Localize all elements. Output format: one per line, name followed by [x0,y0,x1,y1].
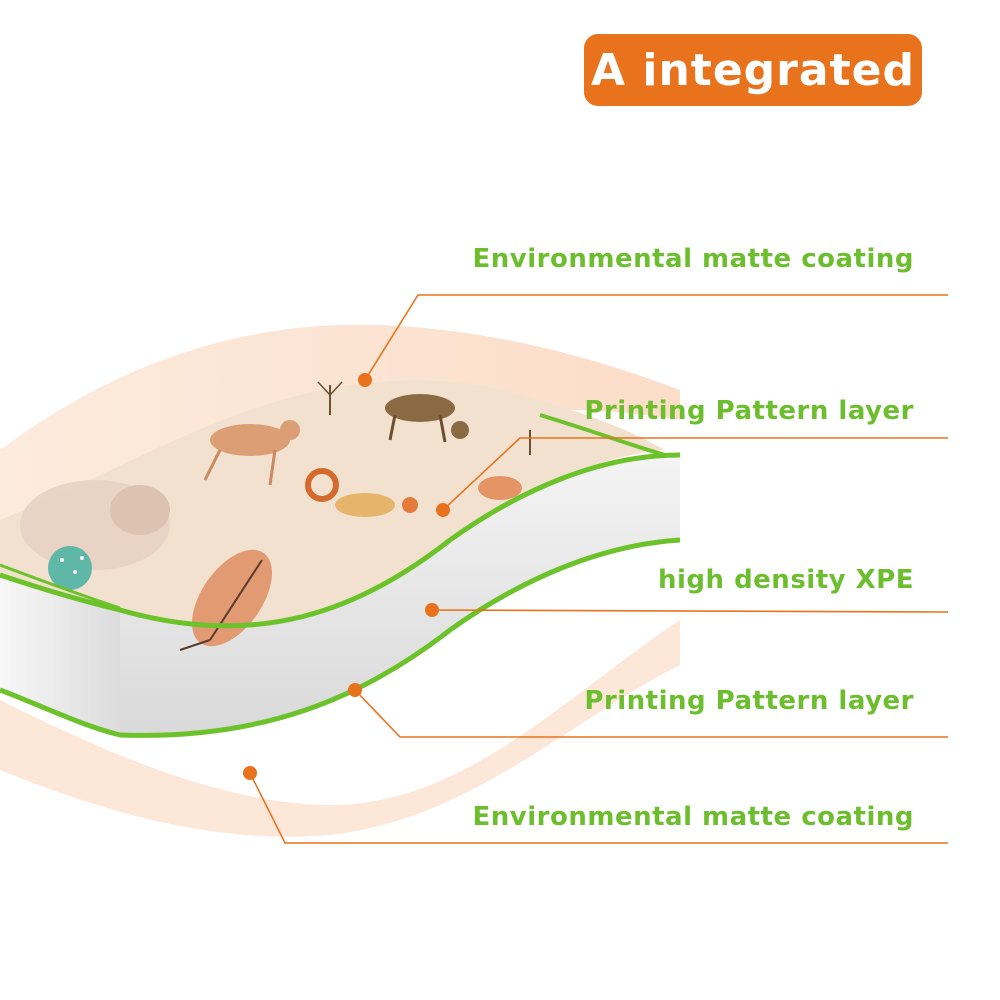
bottom-green-edge [0,537,681,738]
xpe-foam-body [0,575,120,735]
leader-line-3 [431,609,949,613]
layer-label-bottom-coating: Environmental matte coating [472,802,914,832]
printed-top-surface [0,380,665,626]
leader-dot-4 [348,683,362,697]
layer-label-top-coating: Environmental matte coating [472,244,914,274]
layer-label-xpe: high density XPE [657,565,914,595]
leader-dot-3 [425,603,439,617]
pattern-decorations [20,381,531,651]
leader-line-2 [442,437,948,511]
layer-label-top-pattern: Printing Pattern layer [584,396,914,426]
bottom-coating-layer [0,620,680,837]
leader-line-4 [354,689,948,738]
xpe-foam-front [120,455,680,736]
side-green-edge [0,563,121,610]
leader-dot-5 [243,766,257,780]
layer-label-bottom-pattern: Printing Pattern layer [584,686,914,716]
leader-dots [243,373,450,780]
leader-dot-1 [358,373,372,387]
top-green-edge [0,452,681,629]
leader-lines [249,294,949,844]
title-badge: A integrated [584,34,922,106]
leader-dot-2 [436,503,450,517]
leader-line-1 [364,294,948,381]
top-green-edge-back [539,413,666,457]
leader-line-5 [249,772,948,844]
